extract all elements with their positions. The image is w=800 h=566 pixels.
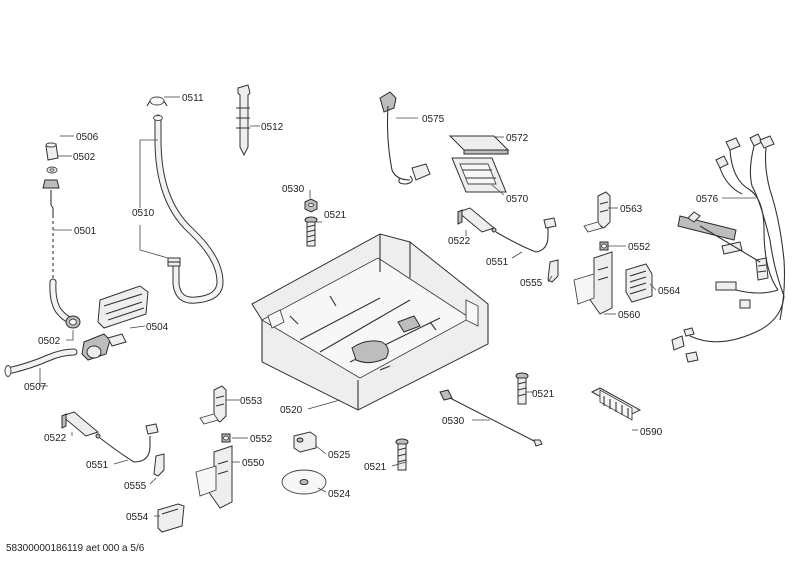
callout-0521-top: 0521 [324,210,347,221]
callout-0552-left: 0552 [250,434,273,445]
callout-0502-top: 0502 [73,152,96,163]
part-0530-nut[interactable] [304,198,318,213]
part-0555-bracket-left[interactable] [153,453,165,477]
part-0521-foot-center[interactable] [515,372,529,405]
callout-0555-left: 0555 [124,481,147,492]
part-0552-clip-right[interactable] [599,241,609,251]
callout-0576: 0576 [696,194,719,205]
part-0530-spindle[interactable] [439,389,543,447]
callout-0554: 0554 [126,512,149,523]
document-reference: 58300000186119 aet 000 a 5/6 [6,543,145,554]
part-0506-cap[interactable] [45,142,59,161]
part-0563-level-sensor-right[interactable] [583,191,611,233]
callout-0590: 0590 [640,427,663,438]
part-0555-bracket-right[interactable] [547,259,559,283]
callout-0530-bottom: 0530 [442,416,465,427]
part-0550-door-hinge-left[interactable] [195,445,233,509]
part-0576-wiring-harness[interactable] [671,133,786,363]
callout-0506: 0506 [76,132,99,143]
callout-0504: 0504 [146,322,169,333]
callout-0507: 0507 [24,382,47,393]
part-0502-seal-bottom[interactable] [65,315,81,329]
callout-0530-top: 0530 [282,184,305,195]
callout-0510: 0510 [132,208,155,219]
callout-0553: 0553 [240,396,263,407]
part-0511-hose-clip[interactable] [146,96,168,107]
part-0590-rail[interactable] [590,387,642,421]
part-0522-rail-left[interactable] [60,411,100,437]
callout-0511: 0511 [182,93,204,104]
callout-0501: 0501 [74,226,97,237]
callout-0522-left: 0522 [44,433,67,444]
part-0521-foot-lower[interactable] [395,438,409,471]
callout-0512: 0512 [261,122,284,133]
part-0572-cover[interactable] [448,135,510,155]
callout-0551-right: 0551 [486,257,509,268]
callout-0521-lower: 0521 [364,462,387,473]
callout-0570: 0570 [506,194,529,205]
callout-0552-right: 0552 [628,242,651,253]
part-0570-cable-holder[interactable] [451,157,507,193]
part-0512-hose-bracket[interactable] [236,84,251,157]
part-0554-bracket[interactable] [157,503,185,533]
callout-0521-center: 0521 [532,389,555,400]
leader-lines [39,96,756,517]
callout-0575: 0575 [422,114,445,125]
callout-labels: 0506 0502 0501 0502 0507 0504 0511 0512 … [24,93,719,523]
callout-0551-left: 0551 [86,460,109,471]
part-0520-base-tub[interactable] [251,233,489,411]
callout-0502-bottom: 0502 [38,336,61,347]
part-0510-drain-hose[interactable] [153,114,224,304]
part-0502-seal-top[interactable] [46,166,58,174]
part-0522-rail-right[interactable] [456,207,496,233]
part-0501-inlet-pipe[interactable] [42,179,74,324]
part-0504-flow-meter[interactable] [81,285,149,361]
callout-0564: 0564 [658,286,681,297]
callout-0560: 0560 [618,310,641,321]
part-0525-connector[interactable] [293,431,317,453]
part-0551-sensor-cable-right[interactable] [491,217,557,253]
callout-0525: 0525 [328,450,351,461]
callout-0524: 0524 [328,489,351,500]
callout-0563: 0563 [620,204,643,215]
part-0564-connector-block[interactable] [625,263,653,303]
part-0524-disc[interactable] [281,469,327,495]
callout-0550: 0550 [242,458,265,469]
part-0552-clip-left[interactable] [221,433,231,443]
part-0507-hose[interactable] [4,348,78,377]
part-0521-foot-upper[interactable] [304,216,318,247]
part-0551-sensor-cable-left[interactable] [95,423,159,463]
part-0553-level-sensor-left[interactable] [199,385,227,425]
callout-0522-right: 0522 [448,236,471,247]
part-0560-door-hinge-right[interactable] [573,251,613,315]
part-0575-power-cable[interactable] [379,91,431,185]
callout-0572: 0572 [506,133,529,144]
callout-0555-right: 0555 [520,278,543,289]
callout-0520: 0520 [280,405,303,416]
